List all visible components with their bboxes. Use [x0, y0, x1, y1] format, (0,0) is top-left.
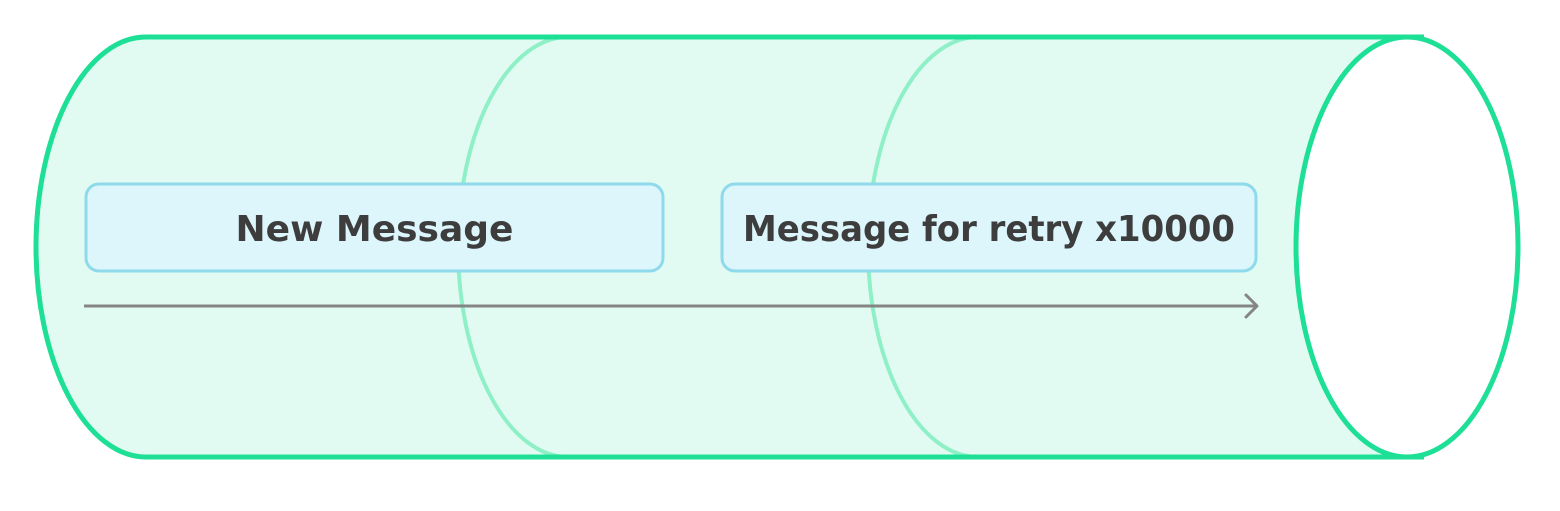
- message-box-retry: Message for retry x10000: [720, 182, 1258, 273]
- message-box-new: New Message: [84, 182, 665, 273]
- pipe-outline: [33, 34, 1424, 460]
- pipe-end-outline: [1293, 34, 1521, 460]
- arrow-right-icon: [1244, 293, 1259, 319]
- message-box-new-rect: [84, 182, 665, 273]
- message-label-retry: Message for retry x10000: [743, 209, 1235, 250]
- message-label-new: New Message: [236, 209, 514, 250]
- message-box-retry-rect: [720, 182, 1258, 273]
- pipe-open-end: [1296, 37, 1518, 457]
- flow-arrow: [84, 293, 1259, 319]
